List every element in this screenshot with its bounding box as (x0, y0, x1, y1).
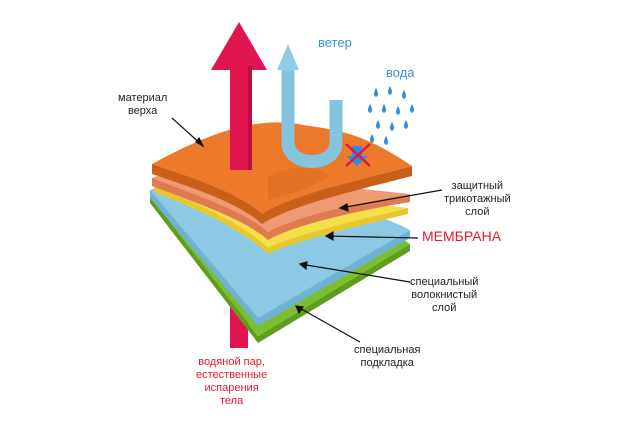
vapor-label: водяной пар, естественные испарения тела (196, 356, 268, 407)
pointer-lines (171, 117, 443, 343)
vapor-arrow-icon (211, 22, 267, 170)
blocked-water-icon (345, 143, 371, 167)
knit-layer-label: защитный трикотажный слой (444, 180, 511, 218)
outer-material-label: материал верха (118, 92, 168, 117)
membrane-label: МЕМБРАНА (422, 228, 502, 244)
knit-pointer (339, 189, 443, 209)
wind-arrow-icon (277, 44, 343, 168)
fiber-layer-label: специальный волокнистый слой (410, 276, 479, 314)
lining-pointer (295, 305, 361, 343)
fiber-pointer (299, 263, 411, 283)
membrane-pointer (325, 235, 419, 239)
lining-label: специальная подкладка (354, 344, 421, 369)
water-label: вода (386, 65, 415, 80)
water-drops-icon (368, 86, 414, 145)
wind-label: ветер (318, 35, 352, 50)
